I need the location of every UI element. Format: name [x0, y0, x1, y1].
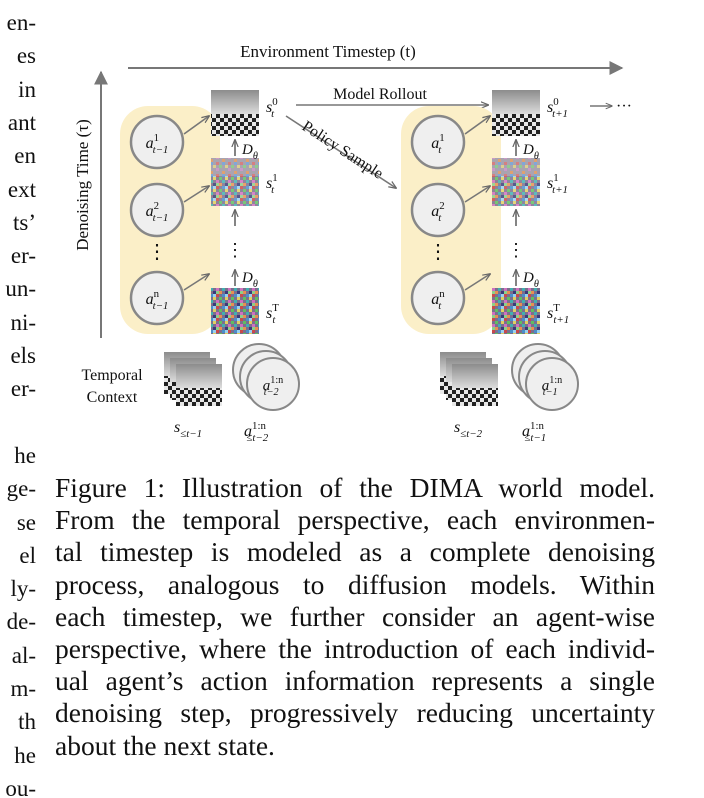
caption-line: perspective, where the introduction of e… [55, 633, 655, 665]
model-rollout-arrow: Model Rollout [296, 86, 488, 105]
figure-canvas: Environment Timestep (t) Denoising Time … [73, 42, 632, 444]
left-column-fragment: se [16, 509, 36, 535]
left-column-fragment: els [10, 343, 36, 368]
vdots-right: ⋮ [428, 241, 448, 263]
state-image-left-1 [211, 158, 259, 206]
agent-node-left-2 [129, 182, 185, 238]
context-action-label-right: a1:n≤t−1 [522, 420, 546, 444]
left-column-fragment: th [18, 709, 36, 735]
caption-line: tal timestep is modeled as a complete de… [55, 536, 655, 568]
vdots-left: ⋮ [147, 241, 167, 263]
policy-sample-label: Policy Sample [299, 118, 386, 183]
left-column-fragment: ge- [6, 476, 36, 502]
environment-axis-label: Environment Timestep (t) [240, 42, 416, 61]
left-column-fragment: de- [6, 609, 36, 635]
vdots-right-states: ⋮ [507, 240, 525, 260]
left-column-fragment: en [14, 143, 36, 169]
state-image-left-T [211, 288, 259, 334]
denoiser-label-right-1: Dθ [522, 142, 539, 162]
caption-line: each timestep, we further consider an ag… [55, 600, 655, 632]
caption-line: denoising step, progressively reducing u… [55, 697, 655, 729]
caption-line: Figure 1: Illustration of the DIMA world… [55, 472, 655, 503]
caption-line: process, analogous to diffusion models. … [55, 568, 655, 600]
context-state-label-right: s≤t−2 [454, 419, 483, 440]
left-column-fragment: es [16, 43, 36, 69]
left-column-fragment: el [19, 542, 36, 568]
context-state-label-left: s≤t−1 [174, 419, 202, 440]
agent-node-right-2 [410, 182, 466, 238]
denoiser-label-left-1: Dθ [241, 142, 258, 162]
left-column-fragment: m- [10, 676, 36, 701]
denoising-axis-label: Denoising Time (τ) [73, 119, 92, 251]
temporal-context-label-line2: Context [87, 389, 138, 406]
figure-caption: Figure 1: Illustration of the DIMA world… [55, 472, 655, 762]
context-state-stack-right [440, 352, 498, 406]
left-column-fragment: ni- [10, 309, 36, 335]
left-column-fragment: in [18, 76, 36, 102]
temporal-context-label-line1: Temporal [81, 367, 143, 384]
left-column-fragment: ext [7, 176, 36, 202]
continuation-ellipsis: ··· [616, 98, 632, 115]
context-action-stack-right [511, 343, 579, 411]
agent-node-right-1 [410, 114, 466, 170]
vdots-left-states: ⋮ [226, 240, 244, 260]
state-image-left-0 [211, 90, 259, 136]
policy-sample-arrow: Policy Sample [285, 115, 396, 188]
caption-line: ual agent’s action information represent… [55, 665, 655, 697]
denoising-time-axis: Denoising Time (τ) [73, 70, 108, 338]
left-column-fragment: al- [11, 642, 36, 668]
state-image-right-0 [492, 90, 540, 136]
left-column-text: en-es in ant en ext ts’ er-un-ni-els er-he ge-se… [0, 0, 40, 798]
context-action-label-left: a1:n≤t−2 [244, 420, 269, 444]
state-image-right-1 [492, 158, 540, 206]
denoiser-label-right-2: Dθ [522, 270, 539, 290]
left-column-fragment: he [14, 742, 36, 768]
left-column-fragment: er- [10, 376, 36, 402]
agent-node-left-n [129, 270, 185, 326]
context-action-stack-left [232, 343, 300, 411]
context-state-stack-left [164, 352, 222, 406]
left-column-fragment: ly- [10, 576, 36, 602]
denoiser-label-left-2: Dθ [241, 270, 258, 290]
left-column-fragment: ou- [5, 775, 36, 798]
left-column-fragment: ts’ [13, 209, 36, 235]
left-column-fragment: er- [10, 243, 36, 269]
environment-timestep-axis: Environment Timestep (t) [128, 42, 624, 75]
left-column-fragment: un- [5, 276, 36, 302]
state-image-right-T [492, 288, 540, 334]
caption-line: From the temporal perspective, each envi… [55, 504, 655, 536]
left-column-fragment: he [14, 442, 36, 468]
agent-node-right-n [410, 270, 466, 326]
model-rollout-label: Model Rollout [333, 86, 427, 103]
caption-line: about the next state. [55, 729, 275, 761]
agent-node-left-1 [129, 114, 185, 170]
left-column-fragment: en- [6, 10, 36, 35]
dima-figure: Environment Timestep (t) Denoising Time … [60, 30, 660, 450]
left-column-fragment: ant [7, 109, 36, 135]
